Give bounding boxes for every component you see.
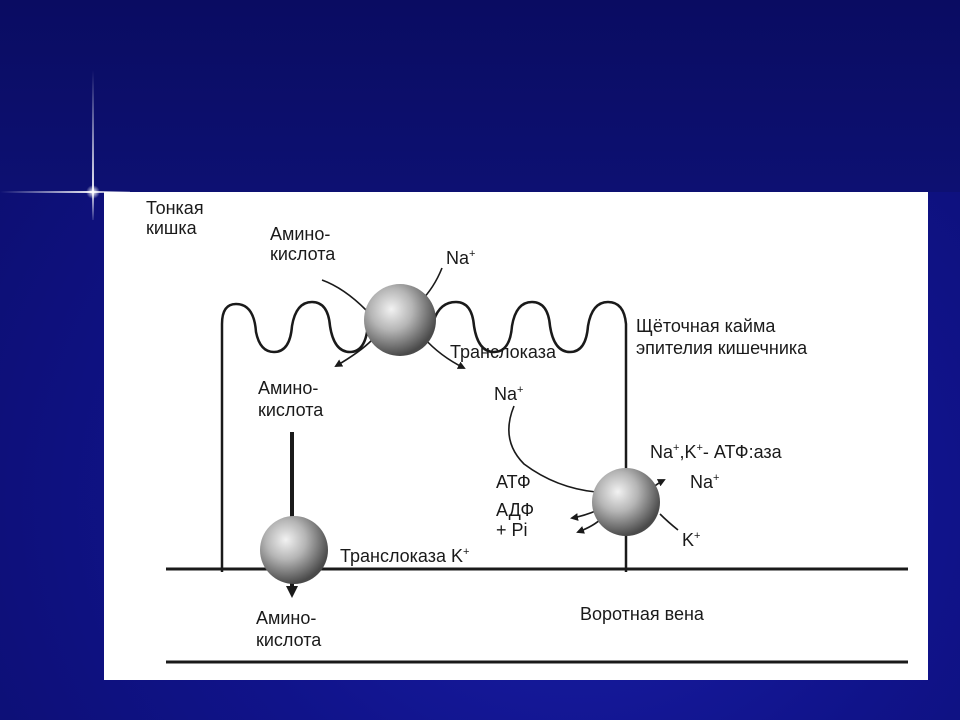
aa-out-arrowhead xyxy=(286,586,298,598)
translocase-top-label: Транслоказа xyxy=(450,342,556,362)
atpase-label: Na+,K+- АТФ:аза xyxy=(650,438,782,462)
small-intestine-label-1: Тонкая xyxy=(146,198,204,218)
amino-acid-bottom-label-2: кислота xyxy=(256,630,321,650)
atp-label: АТФ xyxy=(496,472,531,492)
na-mid-label: Na+ xyxy=(494,380,523,404)
aa-exit-arrow xyxy=(336,340,372,366)
small-intestine-label-2: кишка xyxy=(146,218,197,238)
pi-label: + Pi xyxy=(496,520,528,540)
sparkle-icon xyxy=(86,185,100,199)
adp-label: АДФ xyxy=(496,500,534,520)
amino-acid-mid-label-2: кислота xyxy=(258,400,323,420)
translocase-bottom-sphere xyxy=(260,516,328,584)
brush-border-label-1: Щёточная кайма xyxy=(636,316,775,336)
amino-acid-mid-label-1: Амино- xyxy=(258,378,318,398)
amino-acid-top-label-2: кислота xyxy=(270,244,335,264)
aa-entry-curve xyxy=(322,280,366,310)
translocase-bottom-label: Транслоказа K+ xyxy=(340,542,469,566)
na-right-label: Na+ xyxy=(690,468,719,492)
portal-vein-label: Воротная вена xyxy=(580,604,704,624)
k-entry-curve xyxy=(660,514,678,530)
na-top-label: Na+ xyxy=(446,244,475,268)
diagram-svg xyxy=(104,192,928,680)
diagram-panel: Тонкая кишка Амино- кислота Na+ Щёточная… xyxy=(104,192,928,680)
translocase-top-sphere xyxy=(364,284,436,356)
brush-border-label-2: эпителия кишечника xyxy=(636,338,807,358)
amino-acid-top-label-1: Амино- xyxy=(270,224,330,244)
k-right-label: K+ xyxy=(682,526,700,550)
atpase-sphere xyxy=(592,468,660,536)
amino-acid-bottom-label-1: Амино- xyxy=(256,608,316,628)
title-band xyxy=(0,0,960,192)
